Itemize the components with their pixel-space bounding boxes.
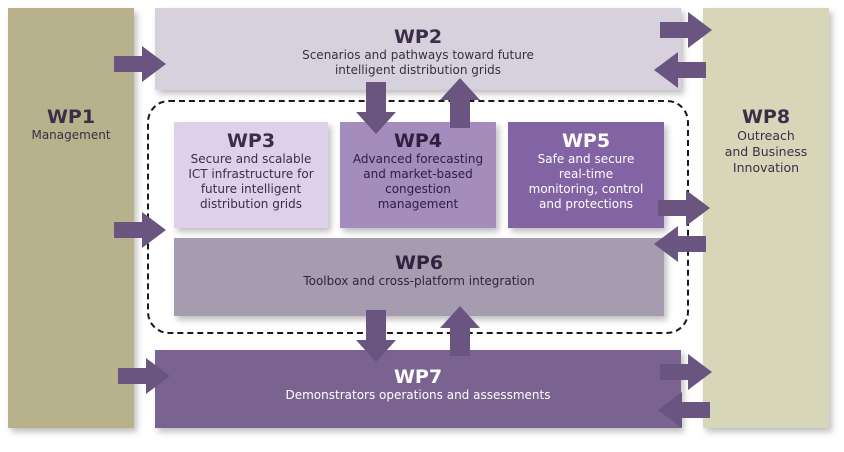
- wp3-desc: Secure and scalable ICT infrastructure f…: [174, 152, 328, 212]
- wp7-box: WP7 Demonstrators operations and assessm…: [155, 350, 681, 428]
- wp2-title: WP2: [393, 26, 443, 48]
- wp3-box: WP3 Secure and scalable ICT infrastructu…: [174, 122, 328, 228]
- wp5-desc-line: Safe and secure: [537, 152, 635, 166]
- wp8-box: WP8 Outreach and Business Innovation: [703, 8, 829, 428]
- arrow-right-icon: [660, 354, 712, 390]
- wp5-title: WP5: [561, 130, 611, 152]
- arrow-down-icon: [356, 310, 396, 362]
- wp1-desc: Management: [31, 128, 111, 142]
- arrow-right-icon: [114, 46, 166, 82]
- arrow-left-icon: [658, 392, 710, 428]
- wp7-desc: Demonstrators operations and assessments: [285, 388, 551, 402]
- wp4-box: WP4 Advanced forecasting and market-base…: [340, 122, 496, 228]
- wp3-desc-line: distribution grids: [200, 197, 302, 211]
- wp5-desc: Safe and secure real-time monitoring, co…: [508, 152, 664, 212]
- wp4-desc-line: congestion: [385, 182, 451, 196]
- wp1-box: WP1 Management: [8, 8, 134, 428]
- wp3-desc-line: ICT infrastructure for: [188, 167, 314, 181]
- wp6-box: WP6 Toolbox and cross-platform integrati…: [174, 238, 664, 316]
- wp2-desc-line: Scenarios and pathways toward future: [302, 48, 534, 62]
- wp6-title: WP6: [394, 252, 444, 274]
- wp3-desc-line: Secure and scalable: [190, 152, 312, 166]
- wp4-desc-line: Advanced forecasting: [352, 152, 484, 166]
- arrow-up-icon: [440, 306, 480, 356]
- arrows-group: [114, 12, 712, 428]
- arrow-left-icon: [654, 226, 706, 262]
- wp4-desc: Advanced forecasting and market-based co…: [340, 152, 496, 212]
- arrow-right-icon: [658, 190, 710, 226]
- wp4-desc-line: and market-based: [363, 167, 473, 181]
- wp4-title: WP4: [393, 130, 443, 152]
- arrow-left-icon: [654, 52, 706, 88]
- wp8-desc-line: and Business: [724, 144, 808, 159]
- arrow-down-icon: [356, 82, 396, 134]
- wp6-desc: Toolbox and cross-platform integration: [303, 274, 535, 288]
- wp5-box: WP5 Safe and secure real-time monitoring…: [508, 122, 664, 228]
- arrow-right-icon: [114, 212, 166, 248]
- wp2-desc-line: intelligent distribution grids: [334, 63, 502, 77]
- wp5-desc-line: and protections: [539, 197, 633, 211]
- arrow-up-icon: [440, 78, 480, 128]
- wp8-desc-line: Outreach: [737, 128, 795, 143]
- wp2-desc: Scenarios and pathways toward future int…: [155, 48, 681, 78]
- wp1-title: WP1: [46, 106, 96, 128]
- arrow-right-icon: [118, 358, 170, 394]
- wp8-desc: Outreach and Business Innovation: [703, 128, 829, 176]
- wp8-title: WP8: [741, 106, 791, 128]
- wp8-desc-line: Innovation: [732, 160, 800, 175]
- arrow-right-icon: [660, 12, 712, 48]
- wp4-desc-line: management: [377, 197, 459, 211]
- wp7-title: WP7: [393, 366, 443, 388]
- wp2-box: WP2 Scenarios and pathways toward future…: [155, 8, 681, 90]
- wp3-title: WP3: [226, 130, 276, 152]
- wp5-desc-line: monitoring, control: [528, 182, 644, 196]
- wp3-desc-line: future intelligent: [200, 182, 302, 196]
- wp5-desc-line: real-time: [558, 167, 614, 181]
